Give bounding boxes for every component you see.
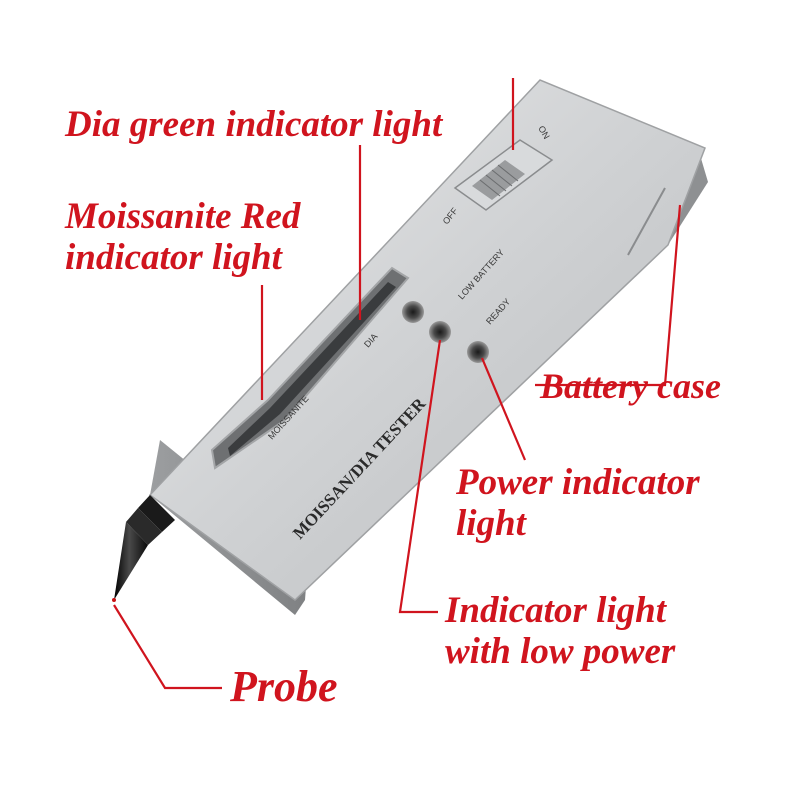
callout-low-power-line2: with low power — [445, 631, 676, 673]
callout-power-indicator-line1: Power indicator — [456, 462, 700, 503]
leader-probe — [113, 604, 222, 690]
callout-low-power-line1: Indicator light — [445, 590, 667, 631]
device-body — [148, 79, 706, 601]
leader-low-power — [398, 339, 442, 614]
power-switch[interactable] — [453, 139, 554, 211]
callout-power-indicator: Power indicator light — [456, 462, 700, 545]
probe — [112, 495, 175, 602]
callout-moissanite-red: Moissanite Red indicator light — [65, 196, 300, 279]
callout-low-power: Indicator light with low power — [445, 590, 675, 673]
ready-led — [467, 341, 489, 363]
low-battery-led — [402, 301, 424, 323]
dia-green-led — [429, 321, 451, 343]
callout-moissanite-red-line2: indicator light — [65, 237, 282, 279]
display-scale — [228, 282, 396, 456]
leader-power-indicator — [480, 357, 527, 461]
leader-lines — [113, 78, 682, 690]
callout-probe: Probe — [230, 662, 338, 711]
leader-battery-case — [535, 204, 682, 387]
callout-power-indicator-line2: light — [456, 503, 526, 545]
callout-battery-case: Battery case — [540, 366, 721, 406]
callout-moissanite-red-line1: Moissanite Red — [65, 196, 301, 237]
callout-dia-green: Dia green indicator light — [65, 104, 443, 145]
battery-case-seam — [627, 187, 666, 256]
